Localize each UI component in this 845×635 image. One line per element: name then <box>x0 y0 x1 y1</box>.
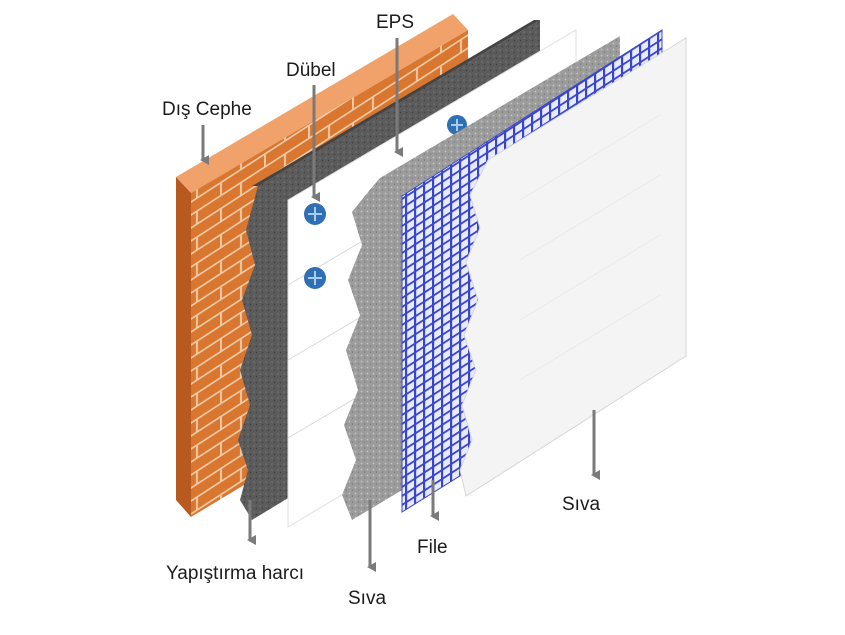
label-siva-finish: Sıva <box>562 494 601 515</box>
label-siva-base: Sıva <box>348 588 387 609</box>
label-dubel: Dübel <box>286 60 336 81</box>
dubel-anchor-icon <box>304 267 326 289</box>
label-eps: EPS <box>376 12 415 33</box>
label-yapistirma-harci: Yapıştırma harcı <box>166 563 304 584</box>
label-dis-cephe: Dış Cephe <box>162 99 252 120</box>
dubel-anchor-icon <box>304 203 326 225</box>
label-file: File <box>417 537 448 558</box>
annotation-arrows <box>200 38 600 572</box>
finish-plaster-layer <box>459 37 687 497</box>
